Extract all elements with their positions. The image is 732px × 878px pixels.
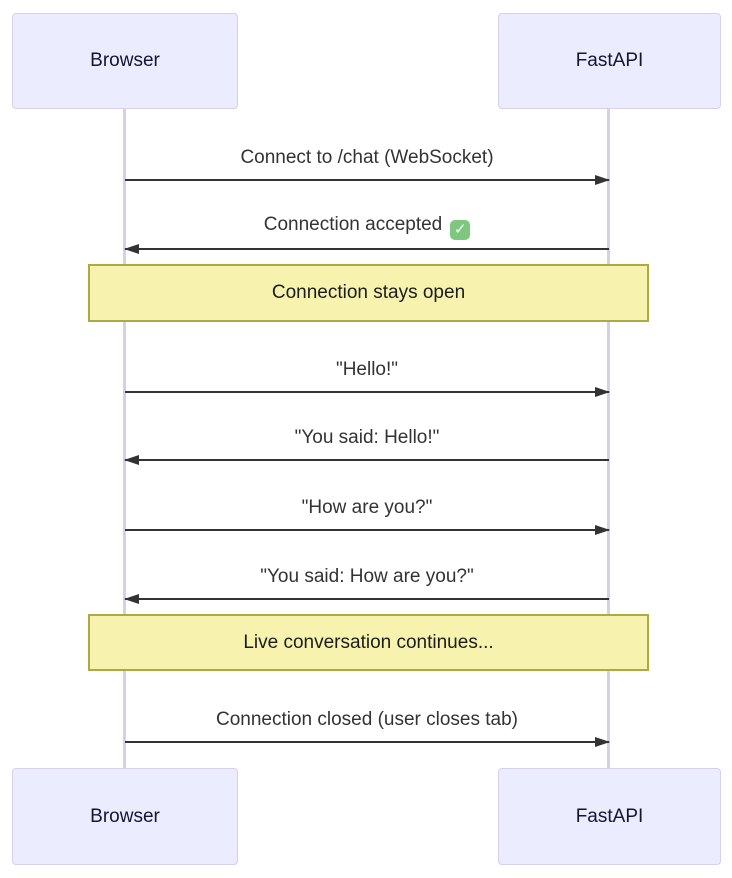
message-label: "Hello!" bbox=[335, 359, 399, 380]
message-line bbox=[125, 248, 609, 250]
actor-box-browser-bottom: Browser bbox=[12, 768, 238, 865]
message-arrow bbox=[125, 524, 610, 536]
message-label: Connection accepted✓ bbox=[125, 212, 609, 240]
actor-label-browser-top: Browser bbox=[90, 50, 160, 71]
message-line bbox=[125, 529, 609, 531]
arrowhead-right-icon bbox=[595, 387, 610, 397]
message-label: "You said: Hello!" bbox=[294, 427, 440, 448]
message-label: Connection closed (user closes tab) bbox=[215, 709, 519, 730]
message-line bbox=[125, 598, 609, 600]
message-arrow bbox=[125, 386, 610, 398]
message-how-are-you: "How are you?" bbox=[125, 495, 610, 536]
message-you-said-how-are-you: "You said: How are you?" bbox=[124, 564, 609, 605]
message-you-said-hello: "You said: Hello!" bbox=[124, 425, 609, 466]
actor-label-browser-bottom: Browser bbox=[90, 805, 160, 827]
arrowhead-left-icon bbox=[124, 455, 139, 465]
note-text: Live conversation continues... bbox=[243, 631, 494, 653]
message-arrow bbox=[124, 454, 609, 466]
actor-box-fastapi-top: FastAPI bbox=[498, 13, 721, 109]
arrowhead-right-icon bbox=[595, 525, 610, 535]
arrowhead-right-icon bbox=[595, 737, 610, 747]
note-live-conversation-continues: Live conversation continues... bbox=[88, 614, 649, 671]
message-arrow bbox=[125, 174, 610, 186]
message-line bbox=[125, 459, 609, 461]
actor-label-fastapi-bottom: FastAPI bbox=[575, 805, 644, 827]
check-emoji-icon: ✓ bbox=[450, 220, 471, 240]
message-arrow bbox=[124, 593, 609, 605]
message-label: Connect to /chat (WebSocket) bbox=[240, 147, 494, 168]
message-line bbox=[125, 391, 609, 393]
message-hello: "Hello!" bbox=[125, 357, 610, 398]
message-connect: Connect to /chat (WebSocket) bbox=[125, 145, 610, 186]
actor-box-browser-top: Browser bbox=[12, 13, 238, 109]
message-connection-accepted: Connection accepted✓ bbox=[124, 212, 609, 255]
message-line bbox=[125, 741, 609, 743]
message-connection-closed: Connection closed (user closes tab) bbox=[125, 707, 610, 748]
lifeline-fastapi bbox=[607, 109, 610, 768]
message-arrow bbox=[124, 243, 609, 255]
actor-box-fastapi-bottom: FastAPI bbox=[498, 768, 721, 865]
message-label: "You said: How are you?" bbox=[260, 566, 474, 587]
arrowhead-right-icon bbox=[595, 175, 610, 185]
message-arrow bbox=[125, 736, 610, 748]
note-connection-stays-open: Connection stays open bbox=[88, 264, 649, 322]
arrowhead-left-icon bbox=[124, 244, 139, 254]
message-label: "How are you?" bbox=[301, 497, 433, 518]
message-line bbox=[125, 179, 609, 181]
arrowhead-left-icon bbox=[124, 594, 139, 604]
lifeline-browser bbox=[123, 109, 126, 768]
note-text: Connection stays open bbox=[271, 282, 466, 303]
actor-label-fastapi-top: FastAPI bbox=[575, 50, 644, 71]
